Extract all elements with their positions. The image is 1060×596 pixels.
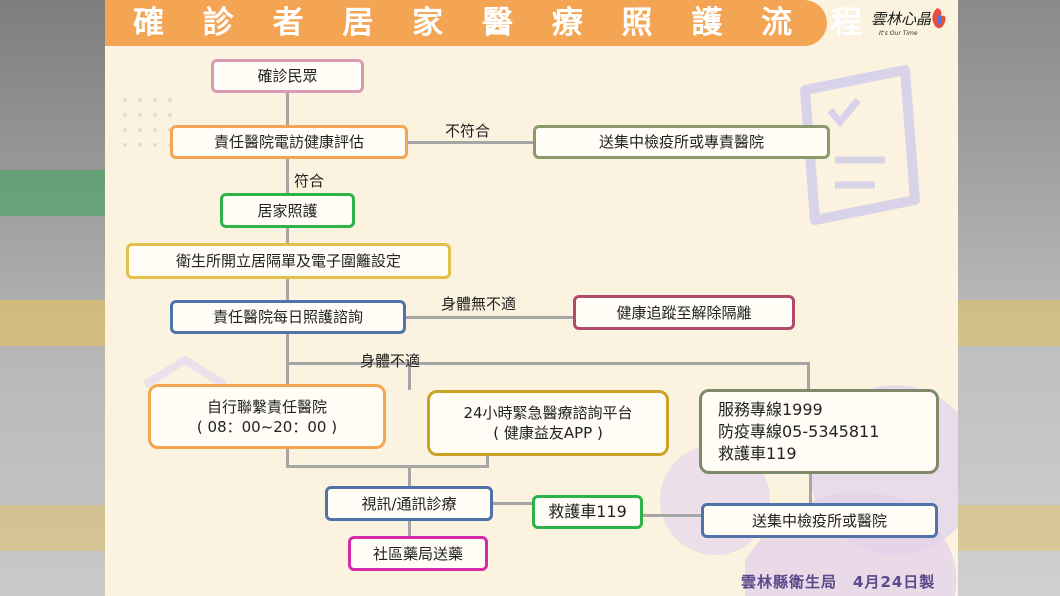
yunlin-logo: 雲林心晶 It's Our Time	[871, 8, 946, 37]
right-blur-band	[958, 505, 1060, 551]
right-blur-band	[958, 300, 1060, 346]
box-send-quarantine-or-hospital: 送集中檢疫所或醫院	[701, 503, 938, 538]
label-eligible: 符合	[294, 172, 325, 190]
label-no-discomfort: 身體無不適	[441, 295, 517, 313]
connector-line	[807, 362, 810, 390]
box-send-quarantine-or-designated-hospital: 送集中檢疫所或專責醫院	[533, 125, 830, 159]
footer-credit: 雲林縣衛生局 4月24日製	[741, 573, 936, 591]
page-title: 確 診 者 居 家 醫 療 照 護 流 程	[133, 5, 876, 41]
left-blur-band	[0, 505, 105, 551]
box-health-tracking: 健康追蹤至解除隔離	[573, 295, 795, 330]
box-hotlines: 服務專線1999 防疫專線05-5345811 救護車119	[699, 389, 939, 474]
box-daily-care-consult: 責任醫院每日照護諮詢	[170, 300, 406, 334]
connector-line	[286, 465, 489, 468]
left-blur-band	[0, 170, 105, 216]
box-pharmacy-delivery: 社區藥局送藥	[348, 536, 488, 571]
box-label: 送集中檢疫所或專責醫院	[598, 133, 764, 151]
connector-line	[286, 362, 809, 365]
box-label-line2: ( 08：00~20：00 )	[196, 417, 338, 436]
box-label: 視訊/通訊診療	[361, 494, 457, 513]
box-label: 居家照護	[257, 201, 318, 220]
connector-line	[286, 158, 289, 195]
logo-text: 雲林心晶	[871, 10, 932, 28]
box-label-line2: ( 健康益友APP )	[493, 424, 603, 442]
connector-line	[286, 228, 289, 244]
box-hospital-phone-assessment: 責任醫院電訪健康評估	[170, 125, 408, 159]
left-blur-band	[0, 300, 105, 346]
box-self-contact-hospital: 自行聯繫責任醫院 ( 08：00~20：00 )	[148, 384, 386, 449]
box-health-center-order: 衛生所開立居隔單及電子圍籬設定	[126, 243, 451, 279]
label-not-eligible: 不符合	[445, 122, 491, 140]
connector-line	[492, 502, 532, 505]
logo-subtext: It's Our Time	[879, 30, 918, 37]
hotline-epidemic: 防疫專線05-5345811	[718, 421, 880, 441]
connector-line	[286, 92, 289, 128]
box-label: 確診民眾	[257, 67, 318, 85]
title-bar: 確 診 者 居 家 醫 療 照 護 流 程	[105, 0, 862, 46]
left-blurred-background	[0, 0, 105, 596]
box-home-care: 居家照護	[220, 193, 355, 228]
connector-line	[408, 362, 411, 390]
box-label: 責任醫院每日照護諮詢	[212, 308, 363, 326]
connector-line	[407, 141, 538, 144]
box-ambulance: 救護車119	[532, 495, 643, 529]
label-discomfort: 身體不適	[360, 352, 421, 370]
box-label: 救護車119	[548, 502, 627, 521]
connector-line	[809, 473, 812, 504]
box-label: 責任醫院電訪健康評估	[213, 133, 364, 151]
connector-line	[408, 520, 411, 538]
hotline-ambulance: 救護車119	[718, 443, 797, 463]
connector-line	[408, 465, 411, 487]
hotline-service: 服務專線1999	[718, 399, 823, 419]
box-label: 社區藥局送藥	[372, 544, 463, 563]
connector-line	[403, 316, 575, 319]
box-24h-emergency-platform: 24小時緊急醫療諮詢平台 ( 健康益友APP )	[427, 390, 669, 456]
slide: 確 診 者 居 家 醫 療 照 護 流 程 雲林心晶 It's Our Time…	[105, 0, 958, 596]
connector-line	[286, 278, 289, 302]
box-label-line1: 自行聯繫責任醫院	[206, 397, 327, 416]
connector-line	[642, 514, 702, 517]
box-label: 衛生所開立居隔單及電子圍籬設定	[175, 252, 401, 270]
connector-line	[486, 456, 489, 468]
box-video-consult: 視訊/通訊診療	[325, 486, 493, 521]
box-label: 健康追蹤至解除隔離	[616, 303, 752, 322]
box-label-line1: 24小時緊急醫療諮詢平台	[463, 404, 633, 422]
box-label: 送集中檢疫所或醫院	[751, 511, 887, 530]
right-blurred-background	[958, 0, 1060, 596]
box-confirmed-patient: 確診民眾	[211, 59, 364, 93]
